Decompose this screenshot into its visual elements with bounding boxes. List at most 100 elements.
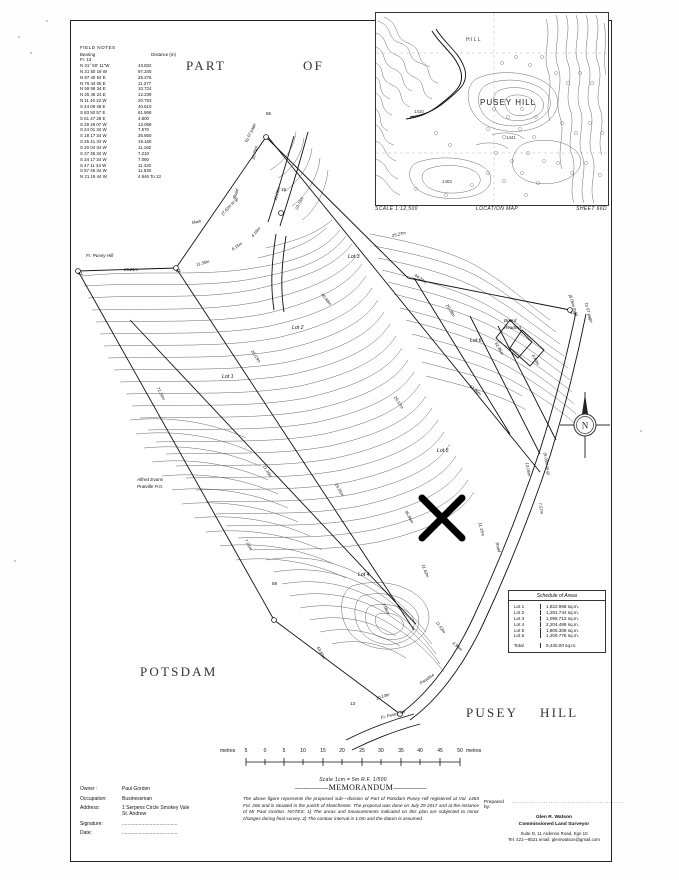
schedule-area: 1,209.778 sq.m. [546, 633, 579, 639]
lot-label: Lot 3 [348, 254, 360, 260]
field-notes-row: N 21 19 44 W 4.946 To 13 [80, 174, 180, 180]
field-notes-distance: 11.530 [138, 168, 152, 174]
field-notes-bearing: N 31 50 19 W [80, 68, 107, 74]
field-notes-distance: 61.868 [138, 109, 152, 115]
station-number: 58 [272, 581, 278, 586]
north-arrow: N [558, 392, 612, 458]
place-label-hill: HILL [540, 705, 579, 720]
scale-bar-tick-label: 0 [263, 748, 267, 754]
field-notes-distance: 19.160 [138, 139, 152, 145]
lot-label: Lot 2 [292, 325, 304, 331]
field-notes-bearing: S 61 47 28 E [80, 115, 106, 121]
plan-annotation: Reading [504, 325, 522, 330]
field-notes-bearing: S 20 04 34 W [80, 145, 107, 151]
schedule-total-value: 9,430.00 sq.m. [546, 643, 577, 649]
schedule-lot: Lot 2 [514, 610, 525, 616]
scale-bar-caption: Scale 1cm = 5m R.F. 1/500 [319, 777, 387, 783]
subdivision-plan-drawing [75, 131, 587, 751]
scale-bar-tick-label: 40 [417, 748, 423, 754]
field-notes-row: N 11 40 22 W 20.753 [80, 98, 180, 104]
surveyor-contact: Tel: 421—6521 email: glenrwatson@gmail.c… [508, 836, 600, 842]
prepared-by-label: Prepared by: [484, 800, 504, 810]
place-label-potsdam: POTSDAM [140, 664, 218, 679]
plan-annotation: Pratville P.O. [137, 484, 164, 489]
surveyor-block: Prepared by: ...........................… [484, 800, 624, 843]
svg-text:1441: 1441 [506, 135, 516, 140]
field-notes-bearing: S 29 46 07 W [80, 121, 107, 127]
place-label-pusey: PUSEY [466, 705, 519, 720]
field-notes-from-station: Fr. 13 [80, 57, 92, 62]
schedule-area: 1,805.309 sq.m. [546, 627, 579, 633]
scale-bar-tick-label: 25 [359, 748, 365, 754]
schedule-lot: Lot 5 [514, 627, 525, 633]
field-notes-distance: 4.946 To 13 [138, 174, 161, 180]
svg-text:H I L L: H I L L [466, 37, 481, 43]
schedule-divider [540, 615, 541, 621]
schedule-lot: Lot 6 [514, 633, 525, 639]
field-notes-bearing: S 18 17 34 W [80, 133, 107, 139]
scale-bar-tick-label: 50 [457, 748, 463, 754]
surveyor-name: Glen R. Watson [536, 815, 572, 820]
lot-label: Lot 1 [222, 374, 234, 380]
schedule-row: Lot 5 1,805.309 sq.m. [509, 627, 605, 633]
page-speck [18, 36, 20, 38]
station-number: 13 [350, 701, 356, 706]
title-word-part: PART [186, 58, 227, 73]
memorandum-title: ————MEMORANDUM———— [295, 783, 427, 792]
owner-field-value[interactable]: ........................................ [122, 830, 178, 836]
scale-bar-tick-label: 5 [282, 748, 286, 754]
owner-field-value[interactable]: ........................................ [122, 820, 178, 827]
scale-bar-right-label: metres [466, 748, 482, 754]
field-notes-distance: 10.724 [138, 86, 152, 92]
field-notes-bearing: S 83 50 57 E [80, 109, 106, 115]
field-notes-distance: 7.570 [138, 127, 149, 133]
field-notes-distance: 11.160 [138, 145, 152, 151]
field-notes-block: FIELD NOTES Bearing Distance (m) Fr. 13 … [80, 45, 185, 180]
schedule-divider [540, 627, 541, 633]
field-notes-distance: 97.340 [138, 68, 152, 74]
location-map: PUSEY HILL 1410 1441 1403 H I L L [375, 12, 609, 206]
owner-field-value: 1 Serpens Circle Smokey Vale St. Andrew [122, 805, 190, 817]
field-notes-bearing: N 11 40 22 W [80, 98, 107, 104]
scale-bar-tick-label: 5 [244, 748, 248, 754]
schedule-divider [540, 604, 541, 610]
surveyor-identity: Glen R. Watson Commissioned Land Surveyo… [484, 814, 624, 843]
schedule-row: Lot 6 1,209.778 sq.m. [509, 633, 605, 639]
station-number: 44 [570, 310, 576, 315]
field-notes-distance: 40.610 [138, 104, 152, 110]
field-notes-bearing: S 57 46 34 W [80, 168, 107, 174]
scale-bar-tick-label: 10 [300, 748, 306, 754]
owner-field-row: Date:...................................… [80, 830, 245, 836]
field-notes-bearing: N 59 59 34 E [80, 86, 106, 92]
field-notes-distance: 20.753 [138, 98, 152, 104]
location-map-scale: SCALE 1:12,500 [375, 206, 418, 212]
field-notes-row: N 59 59 34 E 10.724 [80, 86, 180, 92]
surveyor-address: Suite D, 11 Ardenne Road, Kgn 10 [520, 830, 588, 836]
schedule-title: Schedule of Areas [509, 591, 605, 601]
schedule-divider [540, 610, 541, 616]
page-speck [30, 52, 32, 54]
station-number: 61 [78, 271, 84, 276]
svg-text:N: N [582, 421, 589, 431]
field-notes-bearing: N 21 19 44 W [80, 174, 107, 180]
field-notes-header: Bearing Distance (m) [80, 52, 176, 57]
prepared-by-row: Prepared by: ...........................… [484, 800, 624, 810]
field-notes-row: S 20 04 34 W 11.160 [80, 145, 180, 151]
field-notes-distance: 4.800 [138, 115, 149, 121]
